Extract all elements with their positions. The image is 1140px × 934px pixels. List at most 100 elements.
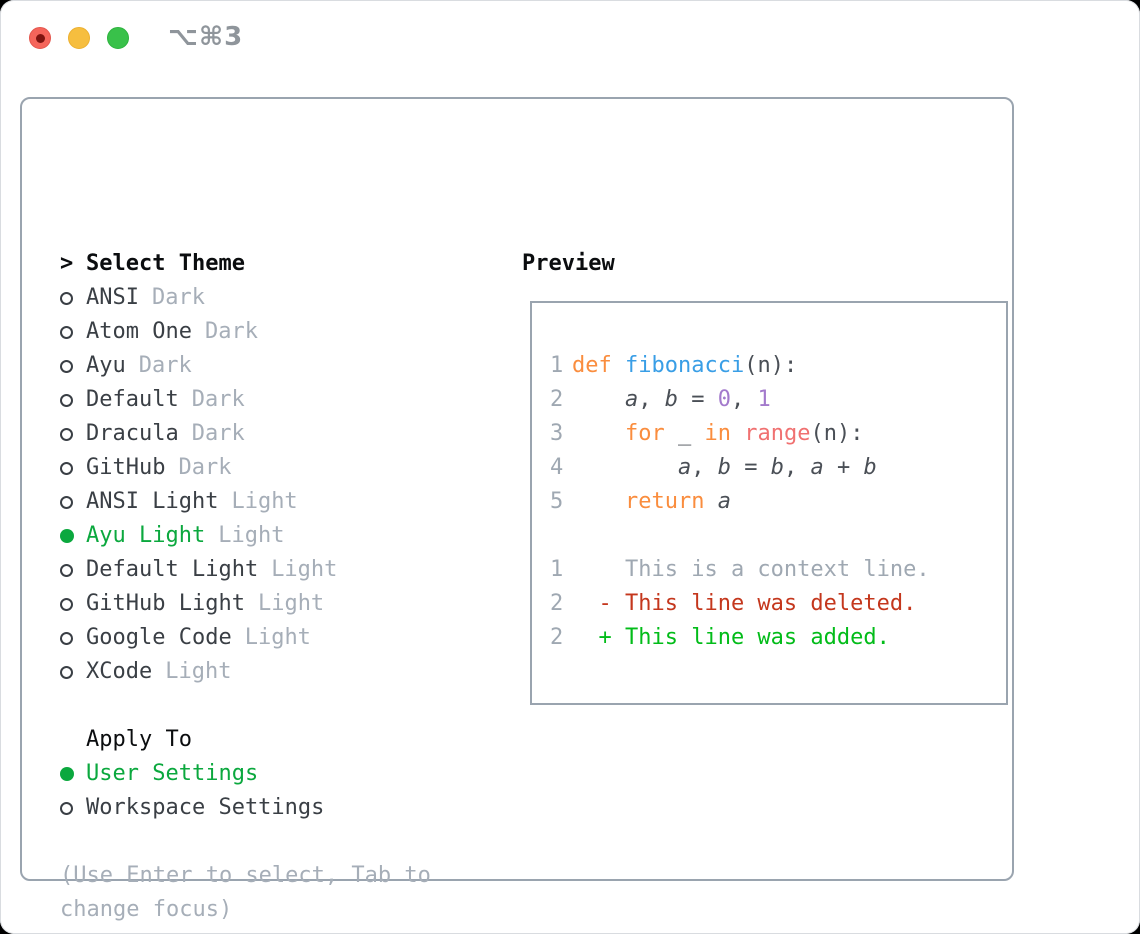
apply-to-header: Apply To — [60, 723, 337, 757]
code-token-var: a — [624, 387, 639, 412]
theme-picker-header: > Select Theme — [60, 247, 337, 281]
option-label: Google Code — [86, 625, 232, 650]
radio-marker — [60, 359, 86, 373]
theme-item[interactable]: Default Light Light — [60, 553, 337, 587]
option-label: User Settings — [86, 761, 259, 786]
radio-icon — [60, 597, 73, 611]
hint-line-2: change focus) — [60, 897, 233, 922]
minimize-button[interactable] — [68, 27, 90, 49]
preview-title: Preview — [522, 251, 615, 276]
radio-marker — [60, 393, 86, 407]
radio-marker — [60, 495, 86, 509]
code-token-pl: = — [730, 455, 771, 480]
option-variant: Light — [257, 591, 325, 616]
zoom-button[interactable] — [107, 27, 129, 49]
radio-marker — [60, 563, 86, 577]
line-number — [550, 519, 572, 553]
option-label: ANSI — [86, 285, 139, 310]
code-token-pl: , — [730, 387, 758, 412]
code-token-kw: def — [572, 353, 625, 378]
theme-picker-title: Select Theme — [86, 251, 245, 276]
line-number: 2 — [550, 387, 564, 412]
code-token-pl: (n): — [744, 353, 798, 378]
radio-icon — [60, 325, 73, 339]
option-label: Default Light — [86, 557, 259, 582]
radio-icon — [60, 563, 73, 577]
theme-item[interactable]: ANSI Light Light — [60, 485, 337, 519]
code-token-pl — [572, 417, 625, 451]
theme-item[interactable]: XCode Light — [60, 655, 337, 689]
code-token-var: a — [717, 489, 731, 514]
option-variant: Dark — [191, 421, 245, 446]
option-label: Dracula — [86, 421, 179, 446]
code-token-pl: = — [677, 387, 718, 412]
option-variant: Light — [218, 523, 285, 548]
code-line — [550, 519, 930, 553]
code-token-var: a — [677, 455, 692, 480]
apply-option[interactable]: User Settings — [60, 757, 337, 791]
radio-icon — [60, 291, 73, 305]
option-label: XCode — [86, 659, 153, 684]
line-number: 4 — [550, 455, 564, 480]
code-token-pl: , — [783, 455, 811, 480]
line-number: 3 — [550, 421, 564, 446]
code-line: 1 This is a context line. — [550, 553, 930, 587]
code-token-pl: _ — [664, 421, 705, 446]
close-button[interactable] — [29, 27, 51, 49]
line-number: 2 — [550, 591, 564, 616]
radio-marker — [60, 529, 86, 543]
option-label: GitHub — [86, 455, 166, 480]
line-number: 2 — [550, 625, 564, 650]
option-variant: Dark — [151, 285, 205, 310]
code-token-pl — [572, 451, 678, 485]
option-variant: Light — [271, 557, 338, 582]
code-line: 5 return a — [550, 485, 930, 519]
code-token-ctx: This is a context line. — [572, 557, 930, 582]
code-line: 2 a, b = 0, 1 — [550, 383, 930, 417]
code-line: 2 - This line was deleted. — [550, 587, 930, 621]
radio-marker — [60, 665, 86, 679]
radio-marker — [60, 597, 86, 611]
radio-marker — [60, 291, 86, 305]
radio-marker — [60, 461, 86, 475]
prompt-icon: > — [60, 251, 74, 276]
option-variant: Light — [231, 489, 298, 514]
option-label: ANSI Light — [86, 489, 219, 514]
line-number: 5 — [550, 489, 564, 514]
radio-icon — [60, 495, 73, 509]
code-token-pl — [704, 485, 717, 519]
option-variant: Light — [165, 659, 232, 684]
code-line: 2 + This line was added. — [550, 621, 930, 655]
radio-marker — [60, 631, 86, 645]
line-number: 1 — [550, 353, 564, 378]
apply-option[interactable]: Workspace Settings — [60, 791, 337, 825]
code-token-add: + This line was added. — [572, 625, 890, 650]
radio-icon — [60, 801, 73, 815]
radio-icon — [60, 665, 73, 679]
code-token-var: b — [664, 387, 678, 412]
code-token-var: b — [770, 455, 784, 480]
radio-icon — [60, 427, 73, 441]
radio-selected-icon — [60, 767, 74, 781]
option-label: Default — [86, 387, 179, 412]
code-token-var: b — [717, 455, 731, 480]
option-label: Atom One — [86, 319, 192, 344]
apply-to-title: Apply To — [86, 727, 192, 752]
radio-icon — [60, 359, 73, 373]
theme-item[interactable]: Dracula Dark — [60, 417, 337, 451]
theme-item[interactable]: ANSI Dark — [60, 281, 337, 315]
code-token-var: a — [810, 455, 824, 480]
